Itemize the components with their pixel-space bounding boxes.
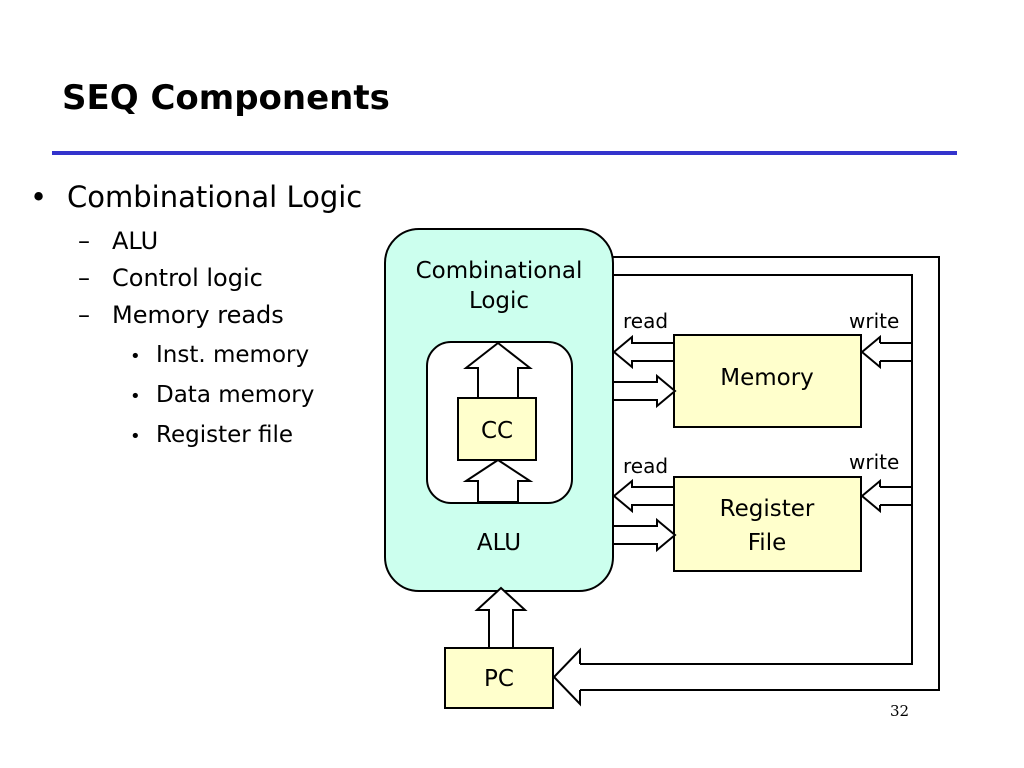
memory-box (673, 334, 862, 428)
memory-read-arrow (612, 334, 675, 370)
bullet-dash: – (78, 227, 90, 255)
pc-to-alu-arrow (474, 586, 528, 649)
bullet-text: Memory reads (112, 301, 284, 329)
bullet-text: Control logic (112, 264, 263, 292)
bullet-text: Register file (156, 422, 294, 448)
bullet-text: ALU (112, 227, 159, 255)
cc-up-arrow-top (463, 341, 533, 399)
bullet-dot: • (130, 386, 141, 407)
page-number: 32 (890, 702, 910, 720)
bullet-dash: – (78, 264, 90, 292)
memory-write-arrowhead (860, 334, 881, 370)
bullet-text: Combinational Logic (67, 180, 363, 214)
writeback-bus-inner (580, 274, 913, 665)
bullet-text: Inst. memory (156, 342, 310, 368)
memory-read-label: read (623, 309, 668, 333)
bullet-dot: • (30, 180, 48, 214)
slide-title: SEQ Components (62, 78, 390, 118)
bullet-dot: • (130, 346, 141, 367)
combinational-logic-label-line2: Logic (469, 288, 529, 314)
register-write-label: write (849, 450, 899, 474)
cc-up-arrow-bottom (462, 458, 534, 503)
register-write-arrowhead (860, 478, 881, 514)
memory-write-label: write (849, 309, 899, 333)
pc-box (444, 647, 554, 709)
title-rule (52, 151, 957, 155)
bullet-dash: – (78, 301, 90, 329)
register-read-label: read (623, 454, 668, 478)
bullet-text: Data memory (156, 382, 315, 408)
register-address-arrow (612, 517, 677, 553)
pc-label: PC (484, 666, 514, 692)
cc-label: CC (481, 418, 513, 444)
memory-address-arrow (612, 373, 677, 409)
register-file-box (673, 476, 862, 572)
register-read-arrow (612, 478, 675, 514)
memory-label: Memory (720, 365, 814, 391)
alu-label: ALU (477, 530, 521, 556)
register-file-label-line1: Register (720, 496, 815, 522)
register-file-label-line2: File (748, 530, 787, 556)
bullet-dot: • (130, 426, 141, 447)
cc-box (457, 397, 537, 461)
pc-input-arrowhead (552, 647, 581, 707)
writeback-bus-outer (580, 256, 940, 691)
combinational-logic-label-line1: Combinational (416, 258, 583, 284)
